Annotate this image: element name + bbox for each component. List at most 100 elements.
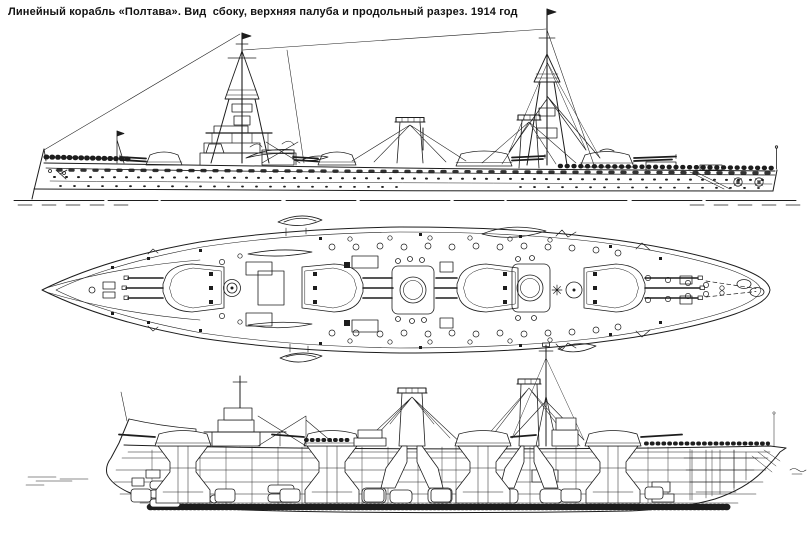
rangefinder-hood <box>599 148 615 152</box>
section-decks <box>113 451 771 495</box>
section-foremast-bridge <box>203 375 387 447</box>
section-stern-compartments <box>304 411 781 501</box>
triatic-stay <box>242 28 547 51</box>
section-turret-1 <box>118 430 236 504</box>
scuttle-row <box>53 176 771 181</box>
funnel-2-guys <box>481 121 577 165</box>
deck-boat-1 <box>247 249 313 257</box>
deck-edge-inner-line <box>55 231 762 349</box>
aft-hatch-2 <box>679 295 693 305</box>
turret-1-guns <box>119 156 147 163</box>
plan-funnel-1 <box>391 256 435 324</box>
funnel-2-uptakes <box>499 445 559 489</box>
stern-capstans <box>733 177 764 187</box>
plan-funnel-2 <box>511 255 551 321</box>
aft-hatch-1 <box>679 275 693 285</box>
section-funnel-1 <box>359 387 465 489</box>
turret-3-guns-plan <box>434 277 458 299</box>
section-hull-outline <box>106 418 787 514</box>
sighting-hoods <box>209 272 213 304</box>
side-turret-1 <box>119 151 183 166</box>
foremast-platform <box>231 103 253 113</box>
boat-skids-1 <box>351 255 379 269</box>
bridge-wing-aft <box>245 312 273 327</box>
section-turret-4 <box>560 430 683 504</box>
boat-davits <box>249 140 295 148</box>
bridge-wing-fwd <box>245 261 273 276</box>
plan-turret-1 <box>121 263 225 313</box>
windlass <box>102 281 116 290</box>
aft-skylight <box>699 164 723 171</box>
forestay <box>43 33 241 151</box>
bow-derrick-flag <box>116 130 125 137</box>
overhanging-boats <box>277 215 597 363</box>
stem <box>31 148 45 200</box>
windlass-2 <box>102 291 116 299</box>
stern-post <box>772 169 778 192</box>
deck-plan <box>41 215 771 363</box>
mainmast-pennant <box>546 8 557 16</box>
deck-sheer-line <box>43 162 776 172</box>
water-ripples-stern <box>789 468 807 475</box>
foremast-pennant <box>241 32 252 40</box>
engine-skylight <box>565 281 583 299</box>
boat-skids-2 <box>351 319 379 333</box>
side-funnel-1 <box>351 116 467 164</box>
mainmast-platform <box>538 107 556 117</box>
engine-telegraph-star <box>551 284 563 296</box>
anchor <box>55 169 68 180</box>
mainmast-platform-lower <box>536 127 558 139</box>
bow-railing <box>43 154 133 162</box>
section-turret-3 <box>430 430 537 504</box>
bridge-supports <box>211 132 269 151</box>
turret-4-guns-plan <box>644 277 701 299</box>
plan-turret-2 <box>301 263 394 313</box>
searchlight-platform <box>233 115 251 126</box>
side-turret-2 <box>292 151 357 166</box>
plan-turret-3 <box>434 263 519 313</box>
upper-bridge <box>213 125 249 134</box>
main-tripod-legs <box>526 81 568 166</box>
figure-caption: Линейный корабль «Полтава». Вид сбоку, в… <box>8 6 518 18</box>
side-superstructure <box>199 125 329 166</box>
side-rigging <box>43 28 595 166</box>
stern-hatch-oval-1 <box>736 279 752 289</box>
side-hull <box>31 130 779 200</box>
turret-2-gun-section <box>271 433 305 438</box>
ship-boat <box>245 148 295 159</box>
plan-superstructure <box>223 249 765 333</box>
boat-derricks <box>508 95 601 159</box>
conning-tower-plan <box>223 279 241 297</box>
hull-outline <box>41 226 771 354</box>
side-turret-4 <box>579 148 677 168</box>
boat-crane-lattice <box>257 415 333 447</box>
section-funnel-2 <box>477 378 581 489</box>
vent-cowls <box>395 256 427 324</box>
scuttle-row-lower-aft <box>519 186 761 189</box>
stern-hatch-oval-2 <box>749 287 765 297</box>
side-turret-3 <box>455 150 546 167</box>
double-bottom <box>139 502 739 511</box>
skylight-2 <box>439 317 454 329</box>
side-waterline <box>13 200 801 206</box>
fore-tripod-legs <box>210 98 270 164</box>
forecastle-chain-runs <box>45 259 201 321</box>
skylight-1 <box>439 261 454 273</box>
main-backstay <box>546 29 595 166</box>
funnel-1-guys <box>351 124 467 163</box>
aft-awning-ridge-lines <box>705 280 757 298</box>
aft-deckhouse <box>645 161 677 171</box>
deck-hatch-circles <box>219 235 725 345</box>
funnel-2-guys-section <box>477 387 581 447</box>
plan-turret-4 <box>583 263 757 313</box>
hawse-hole-2 <box>62 171 66 175</box>
flagstaff-truck <box>774 145 779 149</box>
accommodation-ladder <box>689 171 731 190</box>
turret-4-gun-section <box>640 433 683 438</box>
side-mainmast <box>508 8 601 166</box>
hull-bottom-edge <box>33 188 774 192</box>
maintop-canvas <box>533 53 561 83</box>
section-bow-bulwark <box>128 418 197 446</box>
